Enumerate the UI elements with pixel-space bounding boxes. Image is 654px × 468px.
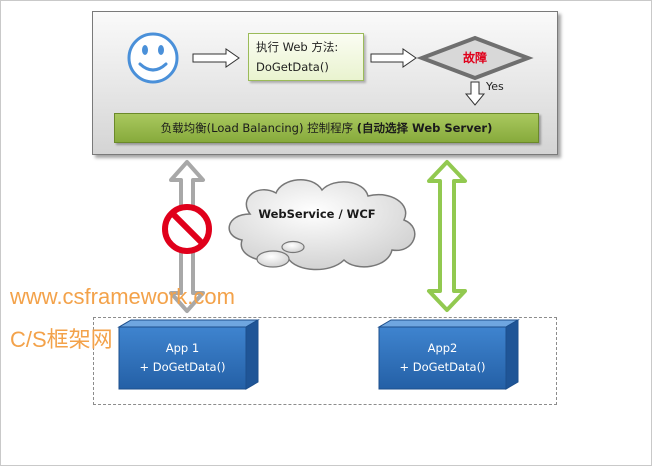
- load-balancer-label: 负载均衡(Load Balancing) 控制程序: [160, 121, 354, 135]
- app1-box: [117, 319, 260, 390]
- watermark-url: www.csframework.com: [10, 284, 235, 309]
- flow-arrow-to-method: [192, 48, 240, 68]
- cloud-label: WebService / WCF: [258, 207, 376, 221]
- web-method-line2: DoGetData(): [256, 60, 329, 74]
- app1-name: App 1: [165, 341, 200, 355]
- webservice-cloud: [228, 178, 416, 271]
- fault-decision-diamond: [416, 35, 534, 81]
- app2-label: App2 + DoGetData(): [379, 339, 506, 377]
- prohibited-icon: [162, 204, 212, 254]
- fault-label: 故障: [462, 51, 487, 65]
- app1-label: App 1 + DoGetData(): [119, 339, 246, 377]
- load-balancer-bold-label: (自动选择 Web Server): [356, 121, 493, 135]
- app2-name: App2: [427, 341, 458, 355]
- load-balancer-bar: 负载均衡(Load Balancing) 控制程序 (自动选择 Web Serv…: [114, 113, 539, 143]
- smiley-face-icon: [127, 32, 179, 84]
- app2-method: + DoGetData(): [399, 360, 486, 374]
- web-method-box: 执行 Web 方法: DoGetData(): [248, 33, 364, 81]
- app2-box: [377, 319, 520, 390]
- web-method-line1: 执行 Web 方法:: [256, 40, 339, 54]
- yes-down-arrow: [464, 81, 486, 106]
- yes-label: Yes: [486, 80, 504, 93]
- active-link-arrow: [427, 160, 467, 312]
- app-servers-group: [93, 317, 557, 405]
- app1-method: + DoGetData(): [139, 360, 226, 374]
- flow-arrow-to-fault: [370, 48, 417, 68]
- watermark-brand: C/S框架网: [10, 327, 113, 352]
